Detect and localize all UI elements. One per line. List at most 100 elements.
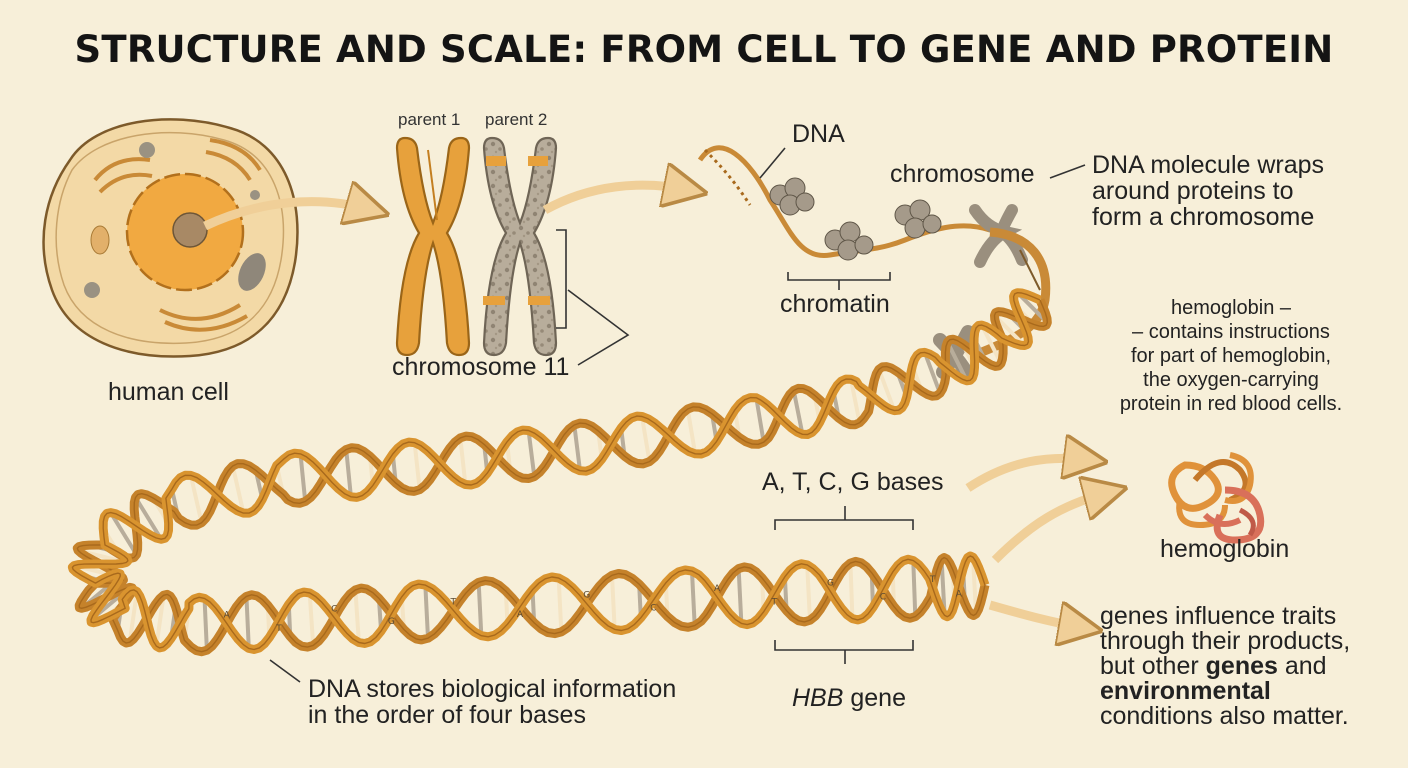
base-pair-rung	[188, 474, 204, 524]
traits-line-3: but other genes and	[1100, 654, 1350, 679]
wrap-note-line-2: around proteins to	[1092, 177, 1294, 205]
base-pair-rung	[980, 324, 1003, 365]
base-pair-rung	[877, 368, 897, 412]
dna-store-leader	[269, 659, 301, 683]
traits-note: genes influence traits through their pro…	[1100, 604, 1350, 729]
hemoglobin-protein	[1168, 452, 1265, 544]
hbb-bracket	[774, 640, 914, 664]
nucleosome-cluster-3	[894, 199, 942, 239]
base-pair-rung	[689, 570, 697, 626]
hbb-gene-label: HBB gene	[792, 684, 906, 713]
chromatin-bracket	[787, 272, 891, 290]
base-pair-rung	[154, 595, 166, 647]
base-letter: G	[827, 579, 834, 589]
wrap-note-line-3: form a chromosome	[1092, 203, 1315, 231]
arrow-bases-to-hemoglobin	[965, 458, 1090, 492]
wrap-note-line-1: DNA molecule wraps	[1092, 151, 1325, 179]
base-letter: G	[583, 591, 590, 601]
base-pair-rung	[412, 442, 422, 490]
chromosome-note-leader	[1049, 164, 1086, 179]
traits-genes-bold: genes	[1205, 652, 1278, 680]
dna-label: DNA	[792, 120, 845, 148]
base-pair-rung	[685, 408, 698, 455]
base-letter: A	[714, 584, 721, 594]
nucleosome-cluster-2	[824, 221, 874, 261]
wrap-note: DNA molecule wraps around proteins to fo…	[1092, 152, 1324, 230]
chromosome-11-label: chromosome 11	[392, 353, 570, 381]
base-pair-rung	[307, 592, 316, 646]
arrow-gene-to-hemoglobin	[991, 492, 1110, 564]
arrow-cell-to-chromosome	[203, 202, 372, 231]
base-pair-rung	[911, 560, 918, 617]
base-pair-rung	[476, 582, 484, 636]
base-letter: T	[771, 597, 778, 607]
hemoglobin-gene-note: hemoglobin – – contains instructions for…	[1096, 296, 1366, 416]
page-title: STRUCTURE AND SCALE: FROM CELL TO GENE A…	[74, 28, 1334, 71]
traits-line-3-c: and	[1277, 652, 1327, 680]
chromosome-parent-2	[482, 136, 558, 357]
base-pair-rung	[805, 564, 812, 621]
chromatin-label: chromatin	[780, 290, 890, 318]
human-cell-label: human cell	[108, 378, 229, 406]
base-pair-rung	[353, 589, 361, 643]
base-pair-rung	[791, 390, 805, 435]
dna-label-leader	[759, 147, 786, 179]
nucleosome-cluster-1	[769, 177, 815, 216]
bases-bracket	[774, 506, 914, 530]
base-pair-rung	[108, 511, 139, 556]
dna-stores-line-2: in the order of four bases	[308, 701, 586, 729]
base-letter: C	[880, 593, 886, 603]
arrow-chromosome-to-dna	[542, 185, 690, 214]
base-pair-rung	[526, 430, 537, 477]
base-pair-rung	[639, 416, 652, 462]
traits-environmental-bold: environmental	[1100, 677, 1271, 705]
base-pair-rung	[244, 596, 251, 649]
arrow-gene-to-traits	[988, 600, 1085, 628]
base-pair-rung	[609, 575, 617, 630]
base-pair-rung	[423, 585, 430, 639]
base-pair-rung	[945, 341, 969, 382]
base-letter: T	[450, 597, 457, 607]
hbb-gene-name: HBB	[792, 684, 844, 712]
chromosome11-leader	[567, 289, 630, 366]
base-letter: T	[275, 624, 282, 634]
base-pair-rung	[127, 591, 139, 643]
hemo-note-line-4: the oxygen-carrying	[1143, 369, 1319, 391]
parent-1-label: parent 1	[398, 110, 461, 129]
dna-stores-note: DNA stores biological information in the…	[308, 676, 676, 728]
base-pair-rung	[848, 563, 855, 619]
hemo-note-line-2: – contains instructions	[1132, 321, 1330, 343]
dna-front-strand-outline	[71, 292, 1041, 651]
chromosome-parent-1	[395, 136, 471, 357]
base-letter: A	[224, 610, 231, 620]
base-pair-rung	[556, 577, 564, 633]
chromatin-illustration	[697, 145, 1051, 379]
base-letter: C	[331, 605, 337, 615]
parent-2-label: parent 2	[485, 110, 548, 129]
hemoglobin-label: hemoglobin	[1160, 535, 1290, 563]
dna-stores-line-1: DNA stores biological information	[308, 675, 677, 703]
traits-line-5: conditions also matter.	[1100, 702, 1349, 730]
chromosome-label: chromosome	[890, 160, 1035, 188]
base-letter: A	[956, 589, 963, 599]
hbb-gene-suffix: gene	[843, 684, 906, 712]
chromosome-bracket	[556, 229, 567, 329]
base-letter: G	[388, 617, 395, 627]
traits-line-3-a: but other	[1100, 652, 1206, 680]
base-pair-rung	[572, 424, 582, 471]
base-letter: C	[650, 603, 656, 613]
human-cell-illustration	[42, 118, 299, 358]
base-pair-rung	[458, 437, 468, 485]
base-pair-rung	[230, 465, 246, 514]
bases-label: A, T, C, G bases	[762, 468, 944, 496]
base-pair-rung	[922, 351, 942, 394]
hemo-note-line-1: hemoglobin –	[1170, 297, 1292, 319]
base-pair-rung	[754, 397, 766, 443]
base-pair-rung	[736, 568, 744, 624]
base-letter: T	[929, 575, 936, 585]
traits-line-1: genes influence traits	[1100, 602, 1337, 630]
base-pair-rung	[133, 496, 163, 541]
base-pair-rung	[344, 449, 353, 497]
